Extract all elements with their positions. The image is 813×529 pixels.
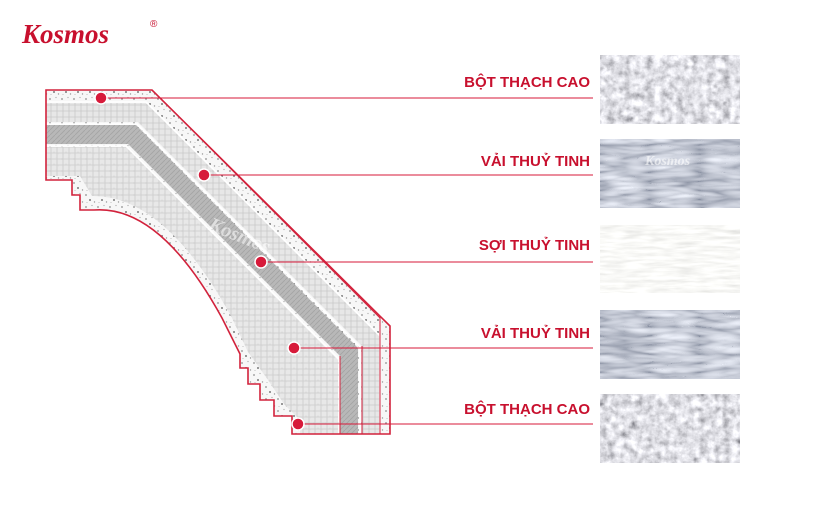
layer-label: VẢI THUỶ TINH: [481, 153, 590, 170]
layer-callout-4: VẢI THUỶ TINH: [287, 309, 741, 380]
layer-label: BỘT THẠCH CAO: [464, 400, 590, 418]
layer-callout-1: BỘT THẠCH CAO: [94, 54, 741, 125]
swatch-watermark: Kosmos: [644, 154, 691, 169]
layer-callout-2: VẢI THUỶ TINH Kosmos: [197, 138, 741, 209]
layer-label: SỢI THUỶ TINH: [479, 237, 590, 254]
brand-logo: Kosmos ®: [21, 19, 158, 49]
layer-label: VẢI THUỶ TINH: [481, 325, 590, 342]
layer-marker-dot: [291, 417, 305, 431]
gypsum-powder-swatch: [599, 54, 741, 125]
gypsum-powder-swatch: [599, 393, 741, 464]
layer-callout-5: BỘT THẠCH CAO: [291, 393, 741, 464]
layer-marker-dot: [254, 255, 268, 269]
fiberglass-cloth-swatch: [599, 309, 741, 380]
fiberglass-cloth-swatch: [599, 138, 741, 209]
registered-mark: ®: [150, 19, 158, 30]
layer-marker-dot: [287, 341, 301, 355]
fiberglass-cloth-inner: [46, 147, 338, 434]
layer-marker-dot: [94, 91, 108, 105]
layer-callout-3: SỢI THUỶ TINH: [254, 224, 741, 294]
cornice-cross-section: Kosmos: [45, 89, 391, 435]
brand-name: Kosmos: [21, 19, 109, 49]
cornice-outline: [45, 89, 391, 435]
fiberglass-cloth-band: [46, 103, 380, 434]
layer-callouts: BỘT THẠCH CAO VẢI THUỶ TINH Kosmos SỢI T…: [94, 54, 741, 464]
layer-marker-dot: [197, 168, 211, 182]
layer-label: BỘT THẠCH CAO: [464, 73, 590, 91]
fiberglass-fiber-swatch: [599, 224, 741, 294]
